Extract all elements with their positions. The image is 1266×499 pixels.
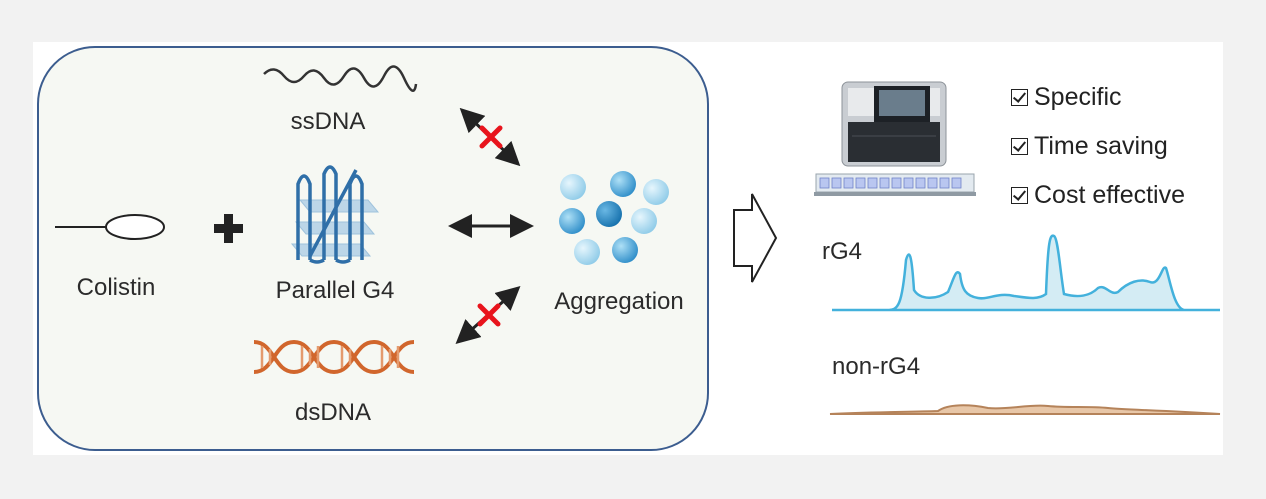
aggregation-label: Aggregation	[554, 288, 684, 315]
non-rg4-signal-trace	[829, 404, 1221, 415]
ssdna-strand-icon	[263, 65, 418, 92]
plus-icon	[214, 214, 243, 243]
ssdna-label: ssDNA	[290, 108, 366, 135]
checkbox-icon	[1011, 89, 1028, 106]
aggregation-beads	[559, 171, 669, 265]
benefit-item-specific: Specific	[1011, 85, 1122, 110]
dsdna-helix-icon	[253, 339, 415, 375]
colistin-label: Colistin	[76, 274, 156, 301]
colistin-molecule-icon	[55, 214, 165, 240]
benefit-label: Cost effective	[1034, 181, 1186, 209]
checkbox-icon	[1011, 138, 1028, 155]
rg4-label: rG4	[822, 238, 863, 265]
rg4-signal-trace	[832, 234, 1220, 312]
benefit-item-cost-effective: Cost effective	[1011, 183, 1185, 208]
dsdna-label: dsDNA	[294, 399, 372, 426]
benefit-item-time-saving: Time saving	[1011, 134, 1168, 159]
sequencer-icon	[814, 81, 976, 196]
benefit-label: Specific	[1034, 83, 1122, 111]
no-interaction-icon	[479, 125, 503, 149]
parallel-g4-label: Parallel G4	[275, 277, 395, 304]
non-rg4-label: non-rG4	[832, 353, 921, 380]
no-interaction-icon	[477, 303, 501, 327]
g4-quadruplex-icon	[290, 165, 380, 264]
checkbox-icon	[1011, 187, 1028, 204]
benefit-label: Time saving	[1034, 132, 1168, 160]
hollow-arrow-icon	[733, 193, 778, 283]
